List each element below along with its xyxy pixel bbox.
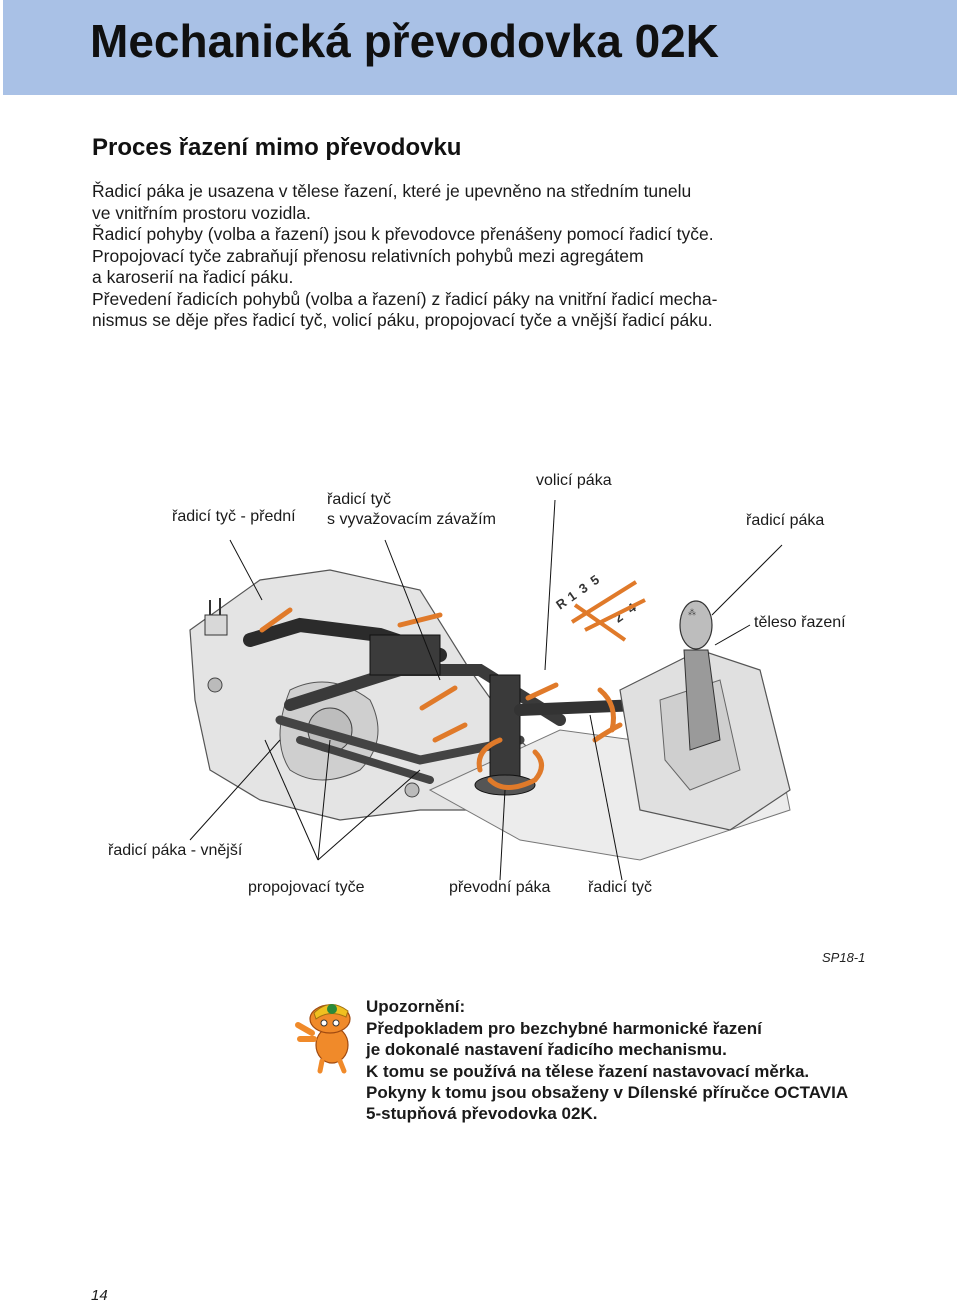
motion-arrows [259, 607, 623, 790]
label-shift-housing: těleso řazení [754, 614, 846, 631]
label-shift-rod: řadicí tyč [588, 879, 653, 896]
gear-3: 3 [576, 580, 591, 596]
connector-plug [204, 614, 228, 636]
mascot-icon [295, 1004, 351, 1074]
leader-line [499, 789, 506, 881]
motion-arrow [397, 612, 443, 628]
motion-arrow [432, 722, 468, 743]
gear-1: 1 [565, 588, 580, 604]
note-line: K tomu se používá na tělese řazení nasta… [366, 1061, 810, 1081]
motion-arrow [476, 737, 503, 773]
motion-arrow [592, 722, 623, 743]
section-title: Proces řazení mimo převodovku [92, 134, 462, 161]
header-band [3, 0, 957, 95]
knob-pattern: ⁂ [688, 608, 696, 617]
transfer-lever [489, 674, 521, 786]
motion-arrow [597, 687, 616, 733]
note-line: je dokonalé nastavení řadicího mechanism… [366, 1040, 727, 1060]
connector-wire [209, 598, 221, 615]
motion-arrow [419, 685, 458, 711]
gear-knob [679, 600, 713, 650]
leader-line [384, 539, 441, 681]
leader-line [589, 714, 623, 881]
label-transfer-lever: převodní páka [449, 879, 551, 896]
gearbox-bolt [207, 677, 223, 693]
motion-arrow [259, 607, 293, 633]
note-line: 5-stupňová převodovka 02K. [366, 1104, 598, 1124]
label-selector-lever: volicí páka [536, 472, 612, 489]
label-rod-weight-line1: řadicí tyč [327, 491, 392, 508]
label-gear-lever: řadicí páka [746, 512, 825, 529]
body-line: Řadicí pohyby (volba a řazení) jsou k př… [92, 224, 714, 244]
gearshift-diagram: ⁂ R 1 3 5 2 4 [0, 440, 960, 960]
note-box: Upozornění: Předpokladem pro bezchybné h… [290, 995, 910, 1135]
label-outer-lever: řadicí páka - vnější [108, 842, 243, 859]
body-line: Propojovací tyče zabraňují přenosu relat… [92, 245, 644, 266]
gear-lever-boot [683, 649, 721, 751]
leader-line [317, 739, 331, 861]
page-number: 14 [91, 1287, 108, 1304]
leader-line [714, 624, 751, 646]
gearshift-illustration: ⁂ R 1 3 5 2 4 [189, 499, 791, 881]
motion-arrow [525, 682, 559, 701]
label-front-rod: řadicí tyč - přední [172, 508, 296, 525]
note-heading: Upozornění: [366, 997, 466, 1016]
leader-lines [189, 499, 783, 881]
gearbox-bolt [404, 782, 420, 798]
note-text: Předpokladem pro bezchybné harmonické řa… [366, 1018, 848, 1124]
leader-line [229, 539, 263, 601]
body-line: ve vnitřním prostoru vozidla. [92, 202, 311, 223]
leader-line [711, 544, 783, 616]
body-line: Převedení řadicích pohybů (volba a řazen… [92, 288, 718, 309]
gear-pattern-arrow [570, 580, 646, 642]
body-line: Řadicí páka je usazena v tělese řazení, … [92, 181, 692, 201]
connecting-rod [296, 736, 434, 784]
leader-line [317, 769, 421, 861]
shift-rod [514, 699, 646, 716]
leader-line [544, 499, 556, 671]
leader-line [264, 739, 319, 861]
note-line: Pokyny k tomu jsou obsaženy v Dílenské p… [366, 1082, 849, 1102]
leader-line [189, 739, 281, 841]
note-line: Předpokladem pro bezchybné harmonické řa… [366, 1019, 762, 1038]
figure-id: SP18-1 [822, 950, 866, 965]
label-rod-weight-line2: s vyvažovacím závažím [327, 511, 496, 528]
gear-5: 5 [588, 572, 603, 588]
page-title: Mechanická převodovka 02K [90, 15, 719, 67]
label-connecting-rods: propojovací tyče [248, 879, 365, 896]
body-line: nismus se děje přes řadicí tyč, volicí p… [92, 310, 713, 330]
body-paragraph: Řadicí páka je usazena v tělese řazení, … [92, 181, 812, 332]
balance-weight [369, 634, 441, 676]
motion-arrow [487, 749, 544, 790]
body-line: a karoserií na řadicí páku. [92, 267, 294, 287]
